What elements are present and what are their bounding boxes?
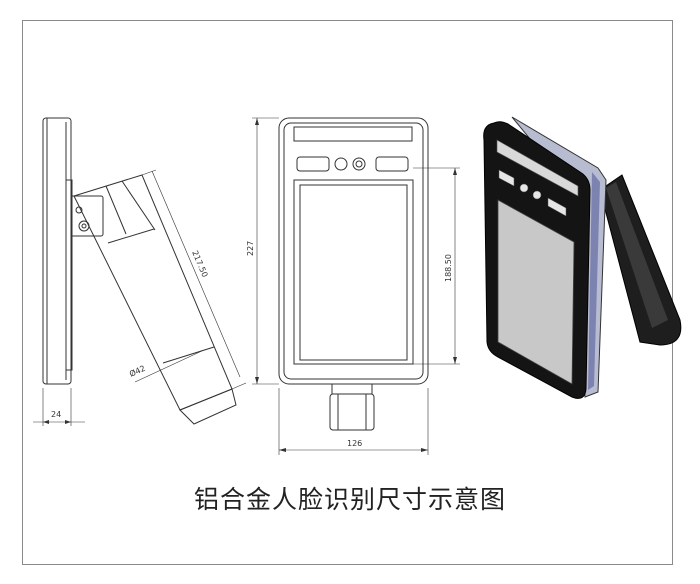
dim-pole-diameter: Ø42 xyxy=(128,363,147,379)
perspective-camera-right xyxy=(532,190,542,200)
camera-lens-right xyxy=(352,157,366,171)
dim-side-depth: 24 xyxy=(51,410,61,419)
hinge-block xyxy=(70,195,104,237)
camera-lens-left xyxy=(334,157,348,171)
dim-arm-length: 217.50 xyxy=(190,249,209,278)
side-panel-back xyxy=(65,179,73,371)
mount-arm xyxy=(73,174,233,411)
mount-base xyxy=(329,393,375,431)
arm-clamp xyxy=(179,388,237,425)
perspective-view xyxy=(483,116,682,399)
front-panel xyxy=(278,117,429,385)
dim-front-width: 126 xyxy=(347,439,362,448)
perspective-light-bar xyxy=(496,139,579,197)
front-screen xyxy=(299,184,408,361)
mount-neck xyxy=(331,383,373,395)
light-bar xyxy=(293,126,413,142)
ir-sensor-left xyxy=(296,156,330,172)
dim-screen-height: 188.50 xyxy=(444,254,453,282)
perspective-camera-left xyxy=(519,183,529,193)
front-screen-frame xyxy=(293,179,414,365)
diagram-caption: 铝合金人脸识别尺寸示意图 xyxy=(193,485,506,514)
front-view xyxy=(252,117,460,455)
ir-sensor-right xyxy=(375,156,409,172)
drawing-frame xyxy=(22,20,673,565)
side-panel xyxy=(42,117,72,385)
side-view xyxy=(33,117,247,426)
dim-front-height: 227 xyxy=(246,241,255,256)
perspective-screen xyxy=(497,199,575,385)
